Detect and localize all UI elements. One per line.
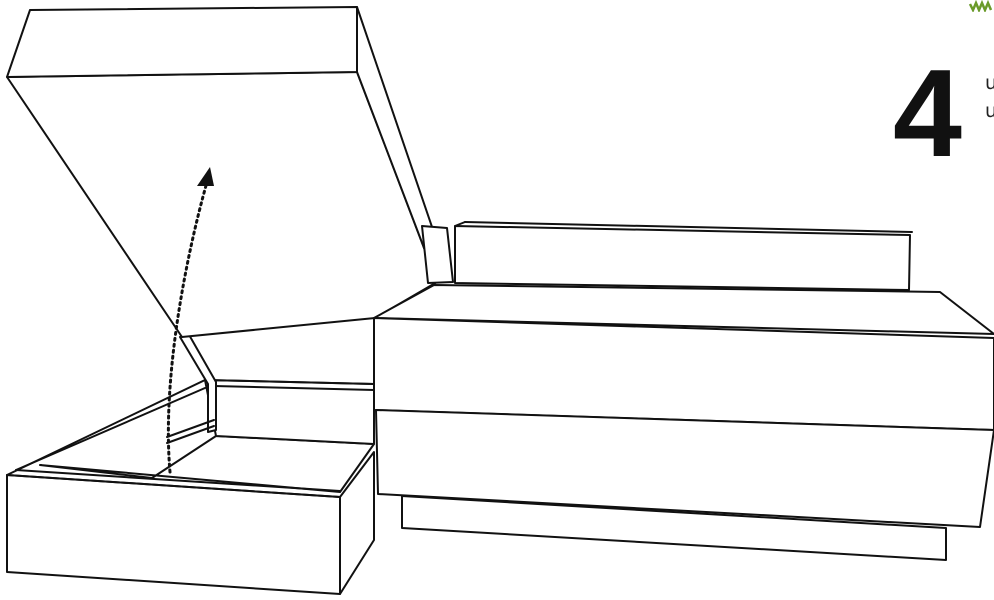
back-cushion-left-panel bbox=[422, 226, 453, 283]
lifted-seat-lid bbox=[7, 7, 446, 337]
step-number: 4 bbox=[893, 52, 960, 176]
sofa-seat-module bbox=[374, 285, 994, 560]
lid-top bbox=[7, 7, 357, 77]
storage-box bbox=[7, 333, 374, 594]
back-cushion-front bbox=[455, 226, 910, 290]
logo-fragment-icon bbox=[968, 0, 994, 12]
cut-off-instruction-text-line-2: u bbox=[985, 102, 994, 121]
cut-off-instruction-text-line-1: u bbox=[985, 74, 994, 93]
storage-box-rim-left-inner bbox=[16, 388, 205, 470]
back-cushion bbox=[422, 222, 912, 290]
